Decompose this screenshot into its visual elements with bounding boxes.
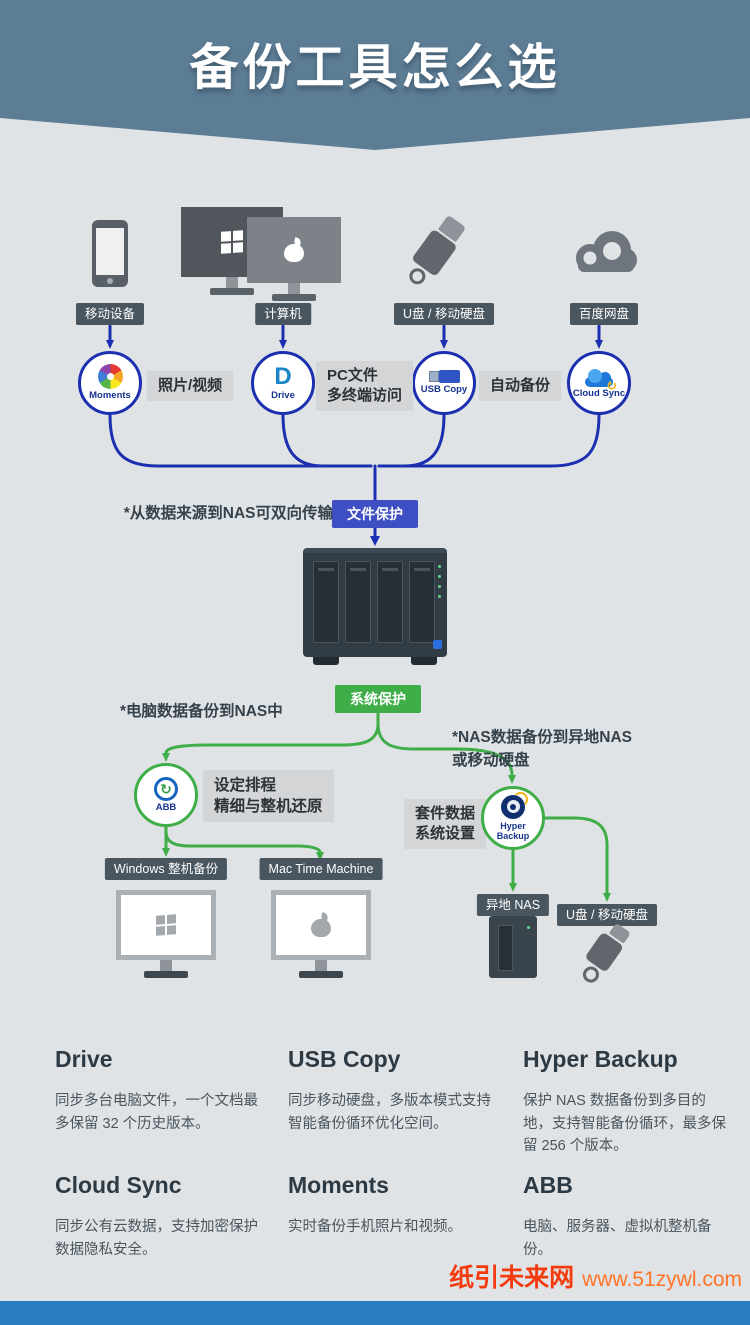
windows-logo-icon (156, 914, 176, 936)
feature-drive: Drive 同步多台电脑文件，一个文档最多保留 32 个历史版本。 (55, 1046, 263, 1135)
watermark: 纸引未来网 www.51zywl.com (449, 1258, 742, 1294)
feature-desc: 同步多台电脑文件，一个文档最多保留 32 个历史版本。 (55, 1093, 258, 1132)
abb-note: 设定排程 精细与整机还原 (203, 770, 334, 822)
usb-copy-icon (428, 370, 460, 384)
computer-label: 计算机 (255, 303, 311, 326)
cloud-sync-icon: ↻ (583, 367, 617, 392)
nas-device-icon (303, 548, 447, 665)
feature-desc: 实时备份手机照片和视频。 (288, 1219, 462, 1235)
nas-status-leds (438, 565, 441, 598)
feature-desc: 同步公有云数据，支持加密保护数据隐私安全。 (55, 1219, 258, 1258)
baidu-netdisk-label: 百度网盘 (569, 303, 639, 326)
feature-title: Drive (55, 1046, 113, 1072)
page-title: 备份工具怎么选 (189, 41, 561, 95)
moments-icon (97, 364, 123, 390)
usb-target-label: U盘 / 移动硬盘 (557, 904, 657, 927)
pc-to-nas-note: *电脑数据备份到NAS中 (120, 703, 283, 720)
bidirectional-note: *从数据来源到NAS可双向传输 (123, 505, 333, 522)
baidu-cloud-icon (568, 222, 640, 285)
mobile-device-label: 移动设备 (75, 303, 145, 326)
feature-abb: ABB 电脑、服务器、虚拟机整机备份。 (523, 1172, 728, 1261)
file-protection-badge: 文件保护 (332, 500, 418, 528)
usb-target-icon (574, 919, 636, 989)
drive-note: PC文件 多终端访问 (316, 361, 414, 411)
hyper-backup-app-circle: Hyper Backup (481, 786, 545, 850)
drive-app-circle: D Drive (251, 351, 315, 415)
monitor-screen (247, 217, 341, 283)
footer-bar (0, 1301, 750, 1325)
hyper-backup-note: 套件数据 系统设置 (404, 799, 487, 849)
apple-logo-icon (284, 238, 304, 262)
phone-screen (96, 228, 124, 275)
watermark-url: www.51zywl.com (582, 1268, 742, 1291)
drive-label: Drive (271, 389, 295, 401)
feature-title: Moments (288, 1172, 389, 1198)
feature-usb-copy: USB Copy 同步移动硬盘，多版本模式支持智能备份循环优化空间。 (288, 1046, 503, 1135)
usb-flash-drive-icon (401, 212, 470, 291)
feature-desc: 同步移动硬盘，多版本模式支持智能备份循环优化空间。 (288, 1093, 491, 1132)
feature-desc: 保护 NAS 数据备份到多目的地，支持智能备份循环，最多保留 256 个版本。 (523, 1093, 726, 1155)
usb-copy-app-circle: USB Copy (412, 351, 476, 415)
mac-pc-icon (271, 890, 371, 978)
feature-cloud-sync: Cloud Sync 同步公有云数据，支持加密保护数据隐私安全。 (55, 1172, 263, 1261)
nas-drive-bays (313, 561, 435, 643)
usb-copy-note: 自动备份 (479, 371, 562, 401)
windows-logo-icon (221, 230, 243, 254)
moments-app-circle: Moments (78, 351, 142, 415)
feature-hyper-backup: Hyper Backup 保护 NAS 数据备份到多目的地，支持智能备份循环，最… (523, 1046, 728, 1158)
abb-icon: ↻ (154, 776, 178, 801)
feature-title: ABB (523, 1172, 573, 1198)
smartphone-icon (92, 220, 128, 287)
feature-desc: 电脑、服务器、虚拟机整机备份。 (523, 1219, 712, 1258)
cloud-sync-label: Cloud Sync (572, 387, 626, 399)
remote-nas-label: 异地 NAS (476, 894, 550, 917)
usb-copy-label: USB Copy (420, 384, 468, 396)
abb-label: ABB (155, 801, 177, 813)
nas-offsite-note: *NAS数据备份到异地NAS 或移动硬盘 (452, 729, 632, 769)
moments-note: 照片/视频 (147, 371, 234, 401)
sync-arrows-icon: ↻ (606, 377, 617, 393)
hyper-backup-icon (501, 791, 528, 819)
watermark-site-name: 纸引未来网 (449, 1264, 575, 1292)
usb-disk-label: U盘 / 移动硬盘 (394, 303, 494, 326)
moments-label: Moments (89, 390, 131, 402)
nas-power-button (433, 640, 442, 649)
hyper-backup-label: Hyper Backup (496, 820, 530, 841)
windows-pc-icon (116, 890, 216, 978)
system-protection-badge: 系统保护 (335, 685, 421, 713)
windows-backup-label: Windows 整机备份 (104, 858, 228, 881)
remote-nas-icon (489, 916, 537, 978)
cloud-sync-app-circle: ↻ Cloud Sync (567, 351, 631, 415)
drive-icon: D (274, 362, 292, 390)
feature-title: Hyper Backup (523, 1046, 678, 1072)
feature-moments: Moments 实时备份手机照片和视频。 (288, 1172, 503, 1239)
feature-title: Cloud Sync (55, 1172, 182, 1198)
phone-home-button (107, 278, 113, 284)
mac-time-machine-label: Mac Time Machine (259, 858, 383, 881)
mac-monitor-icon (247, 217, 341, 301)
feature-title: USB Copy (288, 1046, 401, 1072)
header-banner: 备份工具怎么选 (0, 0, 750, 150)
apple-logo-icon (311, 913, 331, 937)
abb-app-circle: ↻ ABB (134, 763, 198, 827)
